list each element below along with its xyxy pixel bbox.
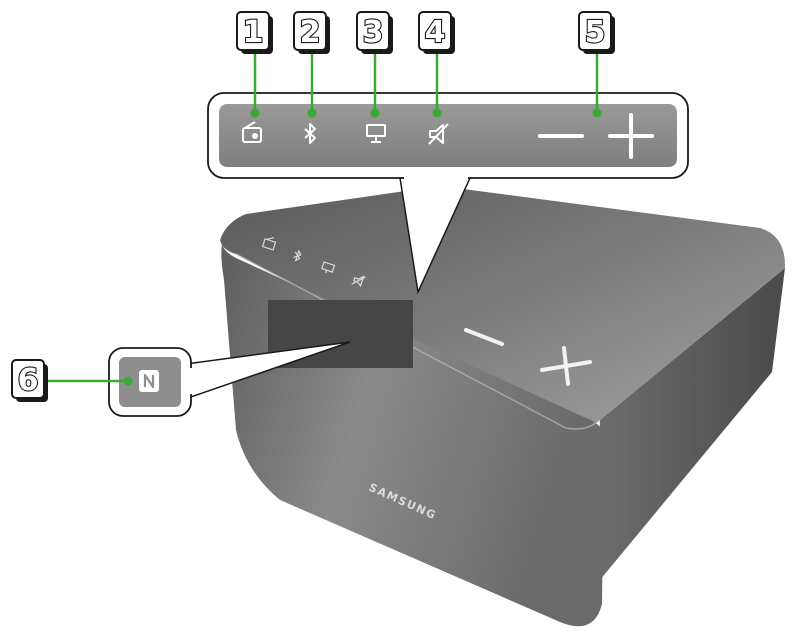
radio-icon [242, 121, 262, 143]
bluetooth-icon [304, 123, 316, 144]
tv-icon [366, 124, 386, 143]
badge-4: 4 [418, 11, 455, 54]
leader-lines [48, 54, 599, 383]
speaker-right-side [590, 268, 785, 592]
badge-2: 2 [293, 11, 330, 54]
volume-up-icon [608, 113, 654, 159]
device-volume-controls [464, 328, 592, 386]
device-bluetooth-icon [293, 249, 302, 262]
nfc-icon [139, 370, 159, 392]
control-panel-callout [207, 92, 689, 295]
badge-3: 3 [356, 11, 393, 54]
speaker-top-surface [220, 186, 786, 429]
badge-number-2: 2 [300, 15, 321, 50]
device-mute-icon [351, 275, 366, 288]
volume-buttons [538, 113, 654, 159]
badge-number-4: 4 [425, 15, 446, 50]
badge-6: 6 [11, 359, 48, 402]
top-edge-highlight [235, 253, 601, 430]
badge-1: 1 [236, 11, 273, 54]
badge-5: 5 [578, 11, 615, 54]
device-volume-down-mark [464, 328, 504, 346]
leader-dots [123, 108, 602, 386]
device-tv-icon [321, 261, 336, 274]
badge-number-5: 5 [585, 15, 606, 50]
device-top-icons [261, 236, 366, 288]
device-volume-up-mark [540, 346, 592, 386]
badge-number-6: 6 [18, 363, 39, 398]
device-radio-icon [261, 236, 277, 251]
badge-number-3: 3 [363, 15, 384, 50]
mute-icon [428, 123, 449, 145]
panel-inner [219, 104, 677, 167]
nfc-callout [108, 341, 351, 417]
badge-number-1: 1 [243, 15, 264, 50]
speaker-body: SAMSUNG [220, 186, 786, 627]
